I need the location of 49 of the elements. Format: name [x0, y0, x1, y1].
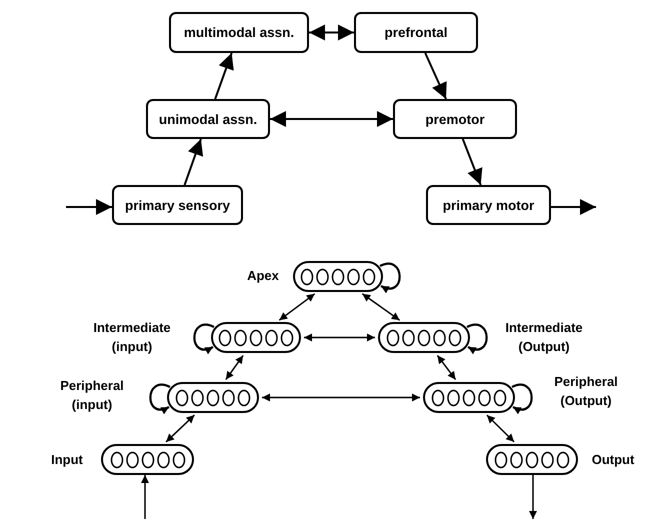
box-label: primary motor	[442, 198, 534, 212]
arrow	[436, 354, 456, 380]
layer-label: Peripheral (Output)	[553, 373, 619, 410]
layer-label: Apex	[246, 267, 280, 285]
process-box	[146, 99, 270, 139]
self-loop-arrow	[193, 324, 214, 354]
arrow	[424, 52, 447, 100]
layer-label: Peripheral (input)	[59, 377, 125, 414]
process-box	[112, 185, 243, 225]
box-label: primary sensory	[124, 198, 230, 212]
arrow	[214, 52, 234, 100]
arrow	[278, 293, 316, 321]
arrow	[486, 414, 515, 442]
self-loop-arrow	[466, 324, 488, 354]
process-box	[354, 12, 478, 53]
process-box	[426, 185, 551, 225]
arrow	[270, 111, 393, 127]
layer-label: Output	[590, 451, 636, 469]
arrow	[225, 355, 244, 380]
arrow	[141, 475, 149, 519]
arrow	[304, 334, 375, 342]
layer-capsule	[211, 322, 301, 353]
layer-capsule	[101, 444, 194, 475]
box-label: unimodal assn.	[158, 112, 258, 126]
arrow	[66, 199, 112, 215]
layer-capsule	[378, 322, 470, 353]
arrow	[551, 199, 596, 215]
layer-capsule	[167, 382, 259, 413]
arrow	[309, 24, 354, 40]
arrow	[184, 138, 204, 186]
self-loop-arrow	[149, 384, 170, 414]
arrow	[462, 138, 482, 186]
box-label: prefrontal	[384, 25, 448, 40]
box-label: multimodal assn.	[184, 25, 294, 40]
arrow	[262, 394, 420, 402]
box-label: premotor	[425, 112, 485, 126]
self-loop-arrow	[512, 384, 533, 414]
self-loop-arrow	[380, 262, 401, 293]
arrow	[362, 293, 400, 321]
arrow	[166, 414, 195, 442]
layer-label: Input	[50, 451, 84, 469]
layer-label: Intermediate (input)	[92, 319, 172, 356]
layer-capsule	[293, 261, 383, 292]
arrow	[529, 475, 537, 519]
process-box	[393, 99, 517, 139]
layer-capsule	[423, 382, 515, 413]
layer-label: Intermediate (Output)	[504, 319, 584, 356]
process-box	[169, 12, 309, 53]
layer-capsule	[486, 444, 578, 475]
